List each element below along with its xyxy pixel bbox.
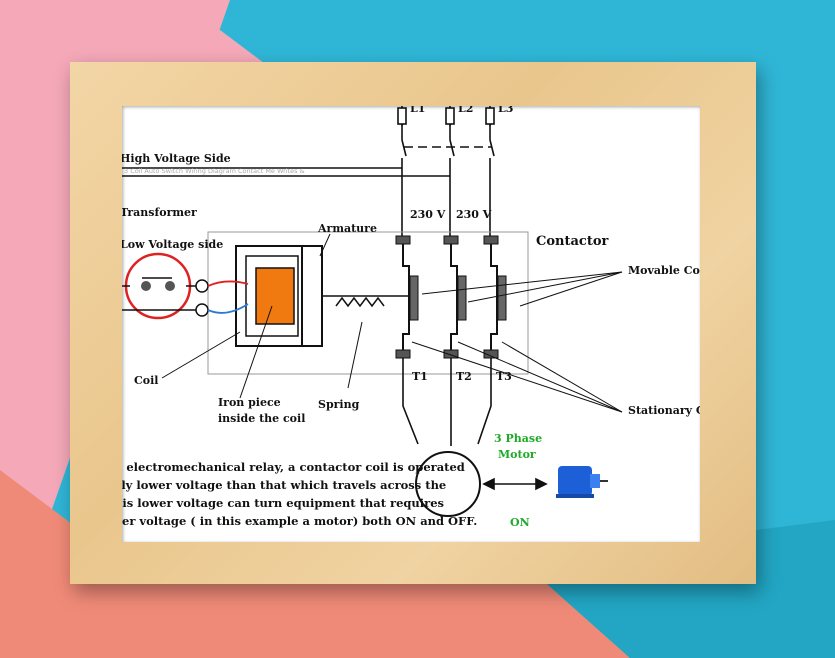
motor-symbol <box>415 451 481 517</box>
description-line: n electromechanical relay, a contactor c… <box>122 460 465 474</box>
switch-highlight <box>124 252 192 320</box>
label-on: ON <box>510 516 530 529</box>
description-line: his lower voltage can turn equipment tha… <box>122 496 445 510</box>
label-voltage-2: 230 V <box>456 208 492 221</box>
label-l3: L3 <box>498 106 514 115</box>
label-t1: T1 <box>412 370 428 383</box>
label-motor-1: 3 Phase <box>494 432 543 445</box>
label-high-voltage: High Voltage Side <box>122 152 231 165</box>
label-t3: T3 <box>496 370 512 383</box>
coil <box>255 267 295 325</box>
label-contactor: Contactor <box>536 234 609 249</box>
label-transformer: Transformer <box>122 206 197 219</box>
label-iron-piece-2: inside the coil <box>218 412 306 425</box>
diagram-canvas: 3 Coil Auto Switch Wiring Diagram Contac… <box>122 106 700 542</box>
label-l1: L1 <box>410 106 426 115</box>
label-motor-2: Motor <box>498 448 536 461</box>
label-t2: T2 <box>456 370 472 383</box>
label-stationary-contacts: Stationary C <box>628 404 700 417</box>
label-coil: Coil <box>134 374 159 387</box>
picture-frame: 3 Coil Auto Switch Wiring Diagram Contac… <box>70 62 756 584</box>
description-line: ger voltage ( in this example a motor) b… <box>122 514 478 528</box>
description-line: ely lower voltage than that which travel… <box>122 478 447 492</box>
label-l2: L2 <box>458 106 474 115</box>
label-movable-contacts: Movable Con <box>628 264 700 277</box>
label-armature: Armature <box>318 222 377 235</box>
motor-icon <box>556 466 608 498</box>
label-low-voltage: Low Voltage side <box>122 238 224 251</box>
label-iron-piece-1: Iron piece <box>218 396 281 409</box>
description-text: n electromechanical relay, a contactor c… <box>122 458 477 530</box>
wiring-diagram <box>122 106 623 517</box>
label-voltage-1: 230 V <box>410 208 446 221</box>
label-spring: Spring <box>318 398 360 411</box>
watermark: 3 Coil Auto Switch Wiring Diagram Contac… <box>124 167 305 175</box>
